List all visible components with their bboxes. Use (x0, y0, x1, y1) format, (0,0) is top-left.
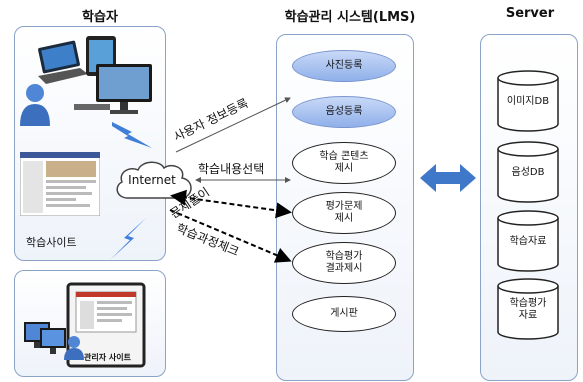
learner-header: 학습자 (82, 10, 118, 25)
server-db-image: 이미지DB (497, 70, 559, 132)
server-db-voice: 음성DB (497, 141, 559, 203)
server-db-materials-label: 학습자료 (509, 236, 547, 247)
server-db-image-label: 이미지DB (506, 96, 550, 107)
admin-site-label: 관리자 사이트 (84, 353, 131, 362)
select-label: 학습내용선택 (198, 162, 265, 176)
lms-item-eval-present: 평가문제 제시 (292, 192, 396, 234)
lightning-top-icon (112, 122, 152, 148)
server-header: Server (505, 6, 555, 21)
admin-site-illustration (24, 282, 146, 368)
devices-illustration (38, 36, 152, 114)
server-db-materials: 학습자료 (497, 210, 559, 272)
lms-item-board: 게시판 (292, 296, 396, 332)
register-arrow (175, 97, 291, 153)
lms-item-result-present: 학습평가 결과제시 (292, 242, 396, 284)
learning-site-label: 학습사이트 (26, 236, 77, 249)
lms-header: 학습관리 시스템(LMS) (284, 10, 416, 25)
server-db-eval-label: 학습평가 자료 (509, 298, 547, 321)
lms-item-content-present: 학습 콘텐츠 제시 (292, 142, 396, 184)
lms-item-photo-register: 사진등록 (292, 50, 396, 82)
internet-cloud-icon (116, 161, 192, 199)
check-arrow (169, 209, 292, 263)
learning-site-screenshot (20, 152, 100, 216)
server-db-voice-label: 음성DB (511, 167, 545, 178)
server-db-eval: 학습평가 자료 (497, 278, 559, 340)
lightning-bottom-icon (110, 218, 146, 260)
lms-server-double-arrow (420, 164, 476, 192)
solve-arrow (170, 189, 292, 219)
internet-label: Internet (128, 173, 176, 187)
user-icon (20, 84, 50, 126)
lms-item-voice-register: 음성등록 (292, 96, 396, 128)
